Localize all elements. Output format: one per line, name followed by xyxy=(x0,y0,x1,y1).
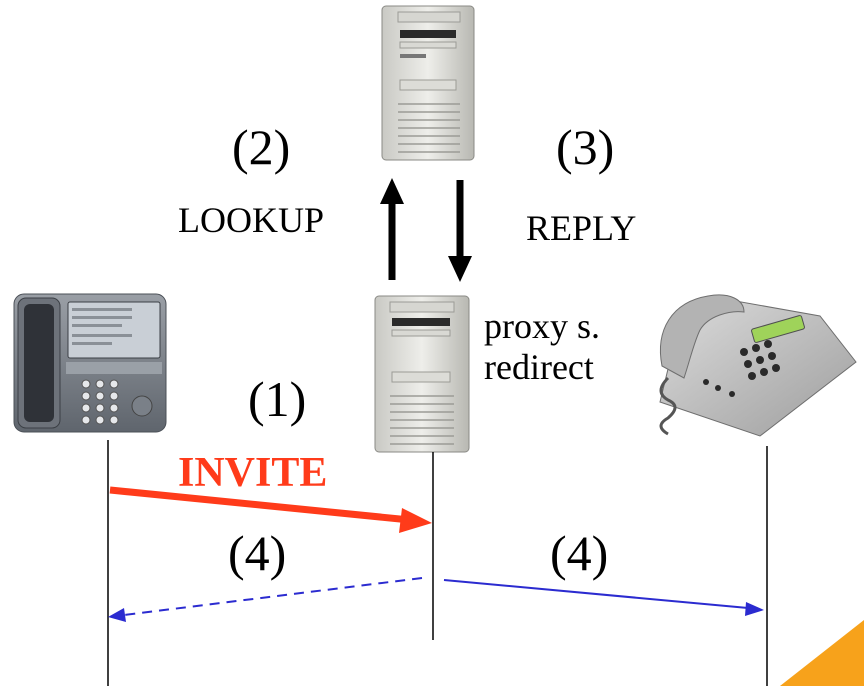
corner-accent xyxy=(780,620,864,686)
reply-arrow xyxy=(448,180,472,282)
proxy-server-label: proxy s. redirect xyxy=(484,306,600,389)
invite-label: INVITE xyxy=(178,450,328,496)
invite-arrow xyxy=(109,486,432,533)
lookup-label: LOOKUP xyxy=(178,200,325,240)
desk-phone-icon xyxy=(659,294,857,437)
step-1-label: (1) xyxy=(248,371,307,427)
forward-request-arrow xyxy=(443,579,764,616)
step-2-label: (2) xyxy=(232,119,291,175)
proxy-label-line2: redirect xyxy=(484,347,594,388)
redirect-response-arrow xyxy=(108,577,423,622)
lookup-arrow xyxy=(380,178,404,280)
reply-label: REPLY xyxy=(526,208,637,248)
step-4-left-label: (4) xyxy=(228,525,287,581)
server-icon xyxy=(381,5,475,161)
step-4-right-label: (4) xyxy=(550,525,609,581)
ip-phone-icon xyxy=(13,293,167,433)
proxy-label-line1: proxy s. xyxy=(484,306,600,346)
server-icon xyxy=(374,295,470,453)
step-3-label: (3) xyxy=(556,119,615,175)
